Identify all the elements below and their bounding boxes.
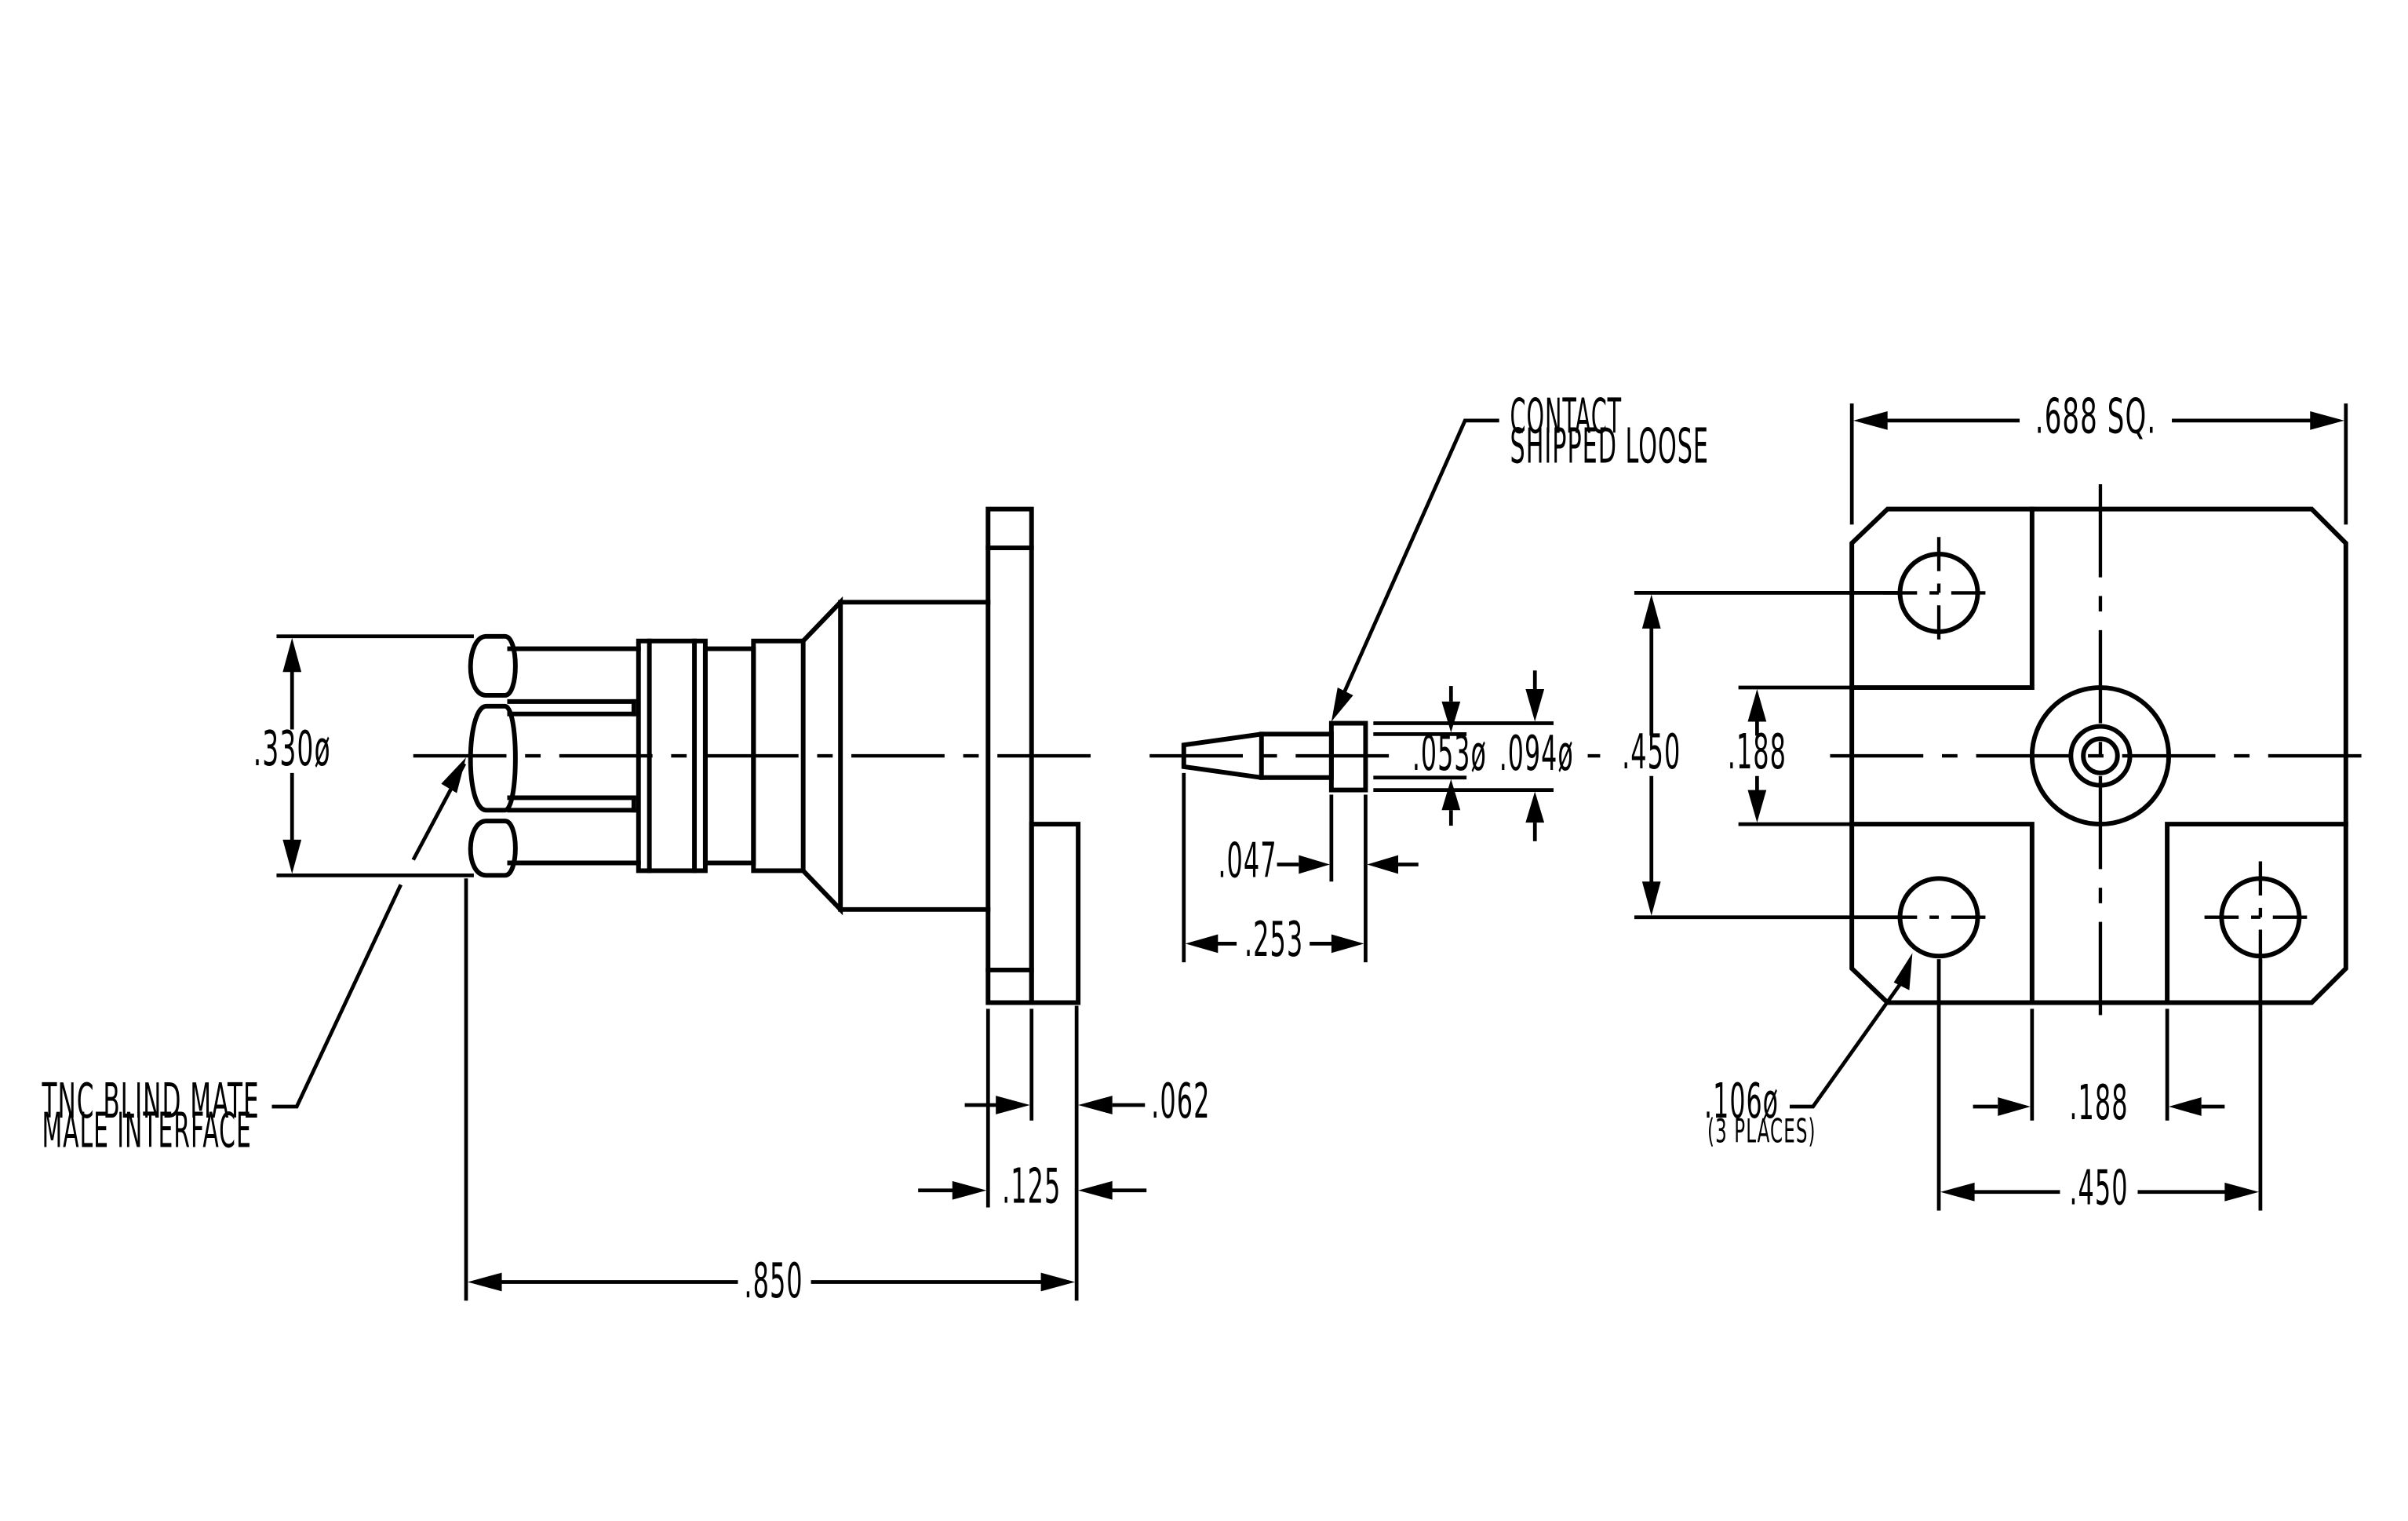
dim-contact-small-dia: .053ø: [1412, 726, 1487, 782]
dim-flange-square: .688 SQ.: [2035, 389, 2156, 445]
flange-front-view: [1830, 483, 2371, 1031]
dim-hole-spacing-vertical: .450: [1622, 724, 1681, 780]
dim-overall-length: .850: [744, 1253, 803, 1309]
dim-contact-length: .253: [1244, 912, 1303, 968]
dim-hole-offset-vertical: .188: [1728, 724, 1787, 780]
dim-hole-diameter: .106ø: [1704, 1074, 1779, 1129]
dim-flange-thickness: .062: [1151, 1074, 1210, 1129]
note-interface-line1: TNC BLIND MATE: [42, 1074, 260, 1129]
note-interface-line2: MALE INTERFACE: [42, 1103, 251, 1158]
connector-side-view: [413, 506, 1106, 1005]
dim-flange-step: .125: [1002, 1159, 1061, 1215]
note-contact-line1: CONTACT: [1510, 389, 1623, 445]
note-contact-line2: SHIPPED LOOSE: [1510, 418, 1709, 474]
contact-pin: CONTACT SHIPPED LOOSE .053ø .094ø .047: [1149, 389, 1709, 968]
front-view-dimensions: .688 SQ. .450 .188 .188: [1616, 389, 2348, 1216]
side-view-dimensions: .330ø TNC BLIND MATE MALE INTERFACE .850…: [42, 634, 1210, 1309]
dim-hole-count: (3 PLACES): [1707, 1112, 1816, 1151]
dim-body-diameter: .330ø: [253, 721, 331, 777]
dim-contact-large-dia: .094ø: [1499, 726, 1574, 782]
dim-contact-head: .047: [1218, 833, 1277, 888]
dim-hole-offset-horizontal: .188: [2069, 1075, 2128, 1131]
dim-hole-spacing-horizontal: .450: [2069, 1161, 2128, 1216]
